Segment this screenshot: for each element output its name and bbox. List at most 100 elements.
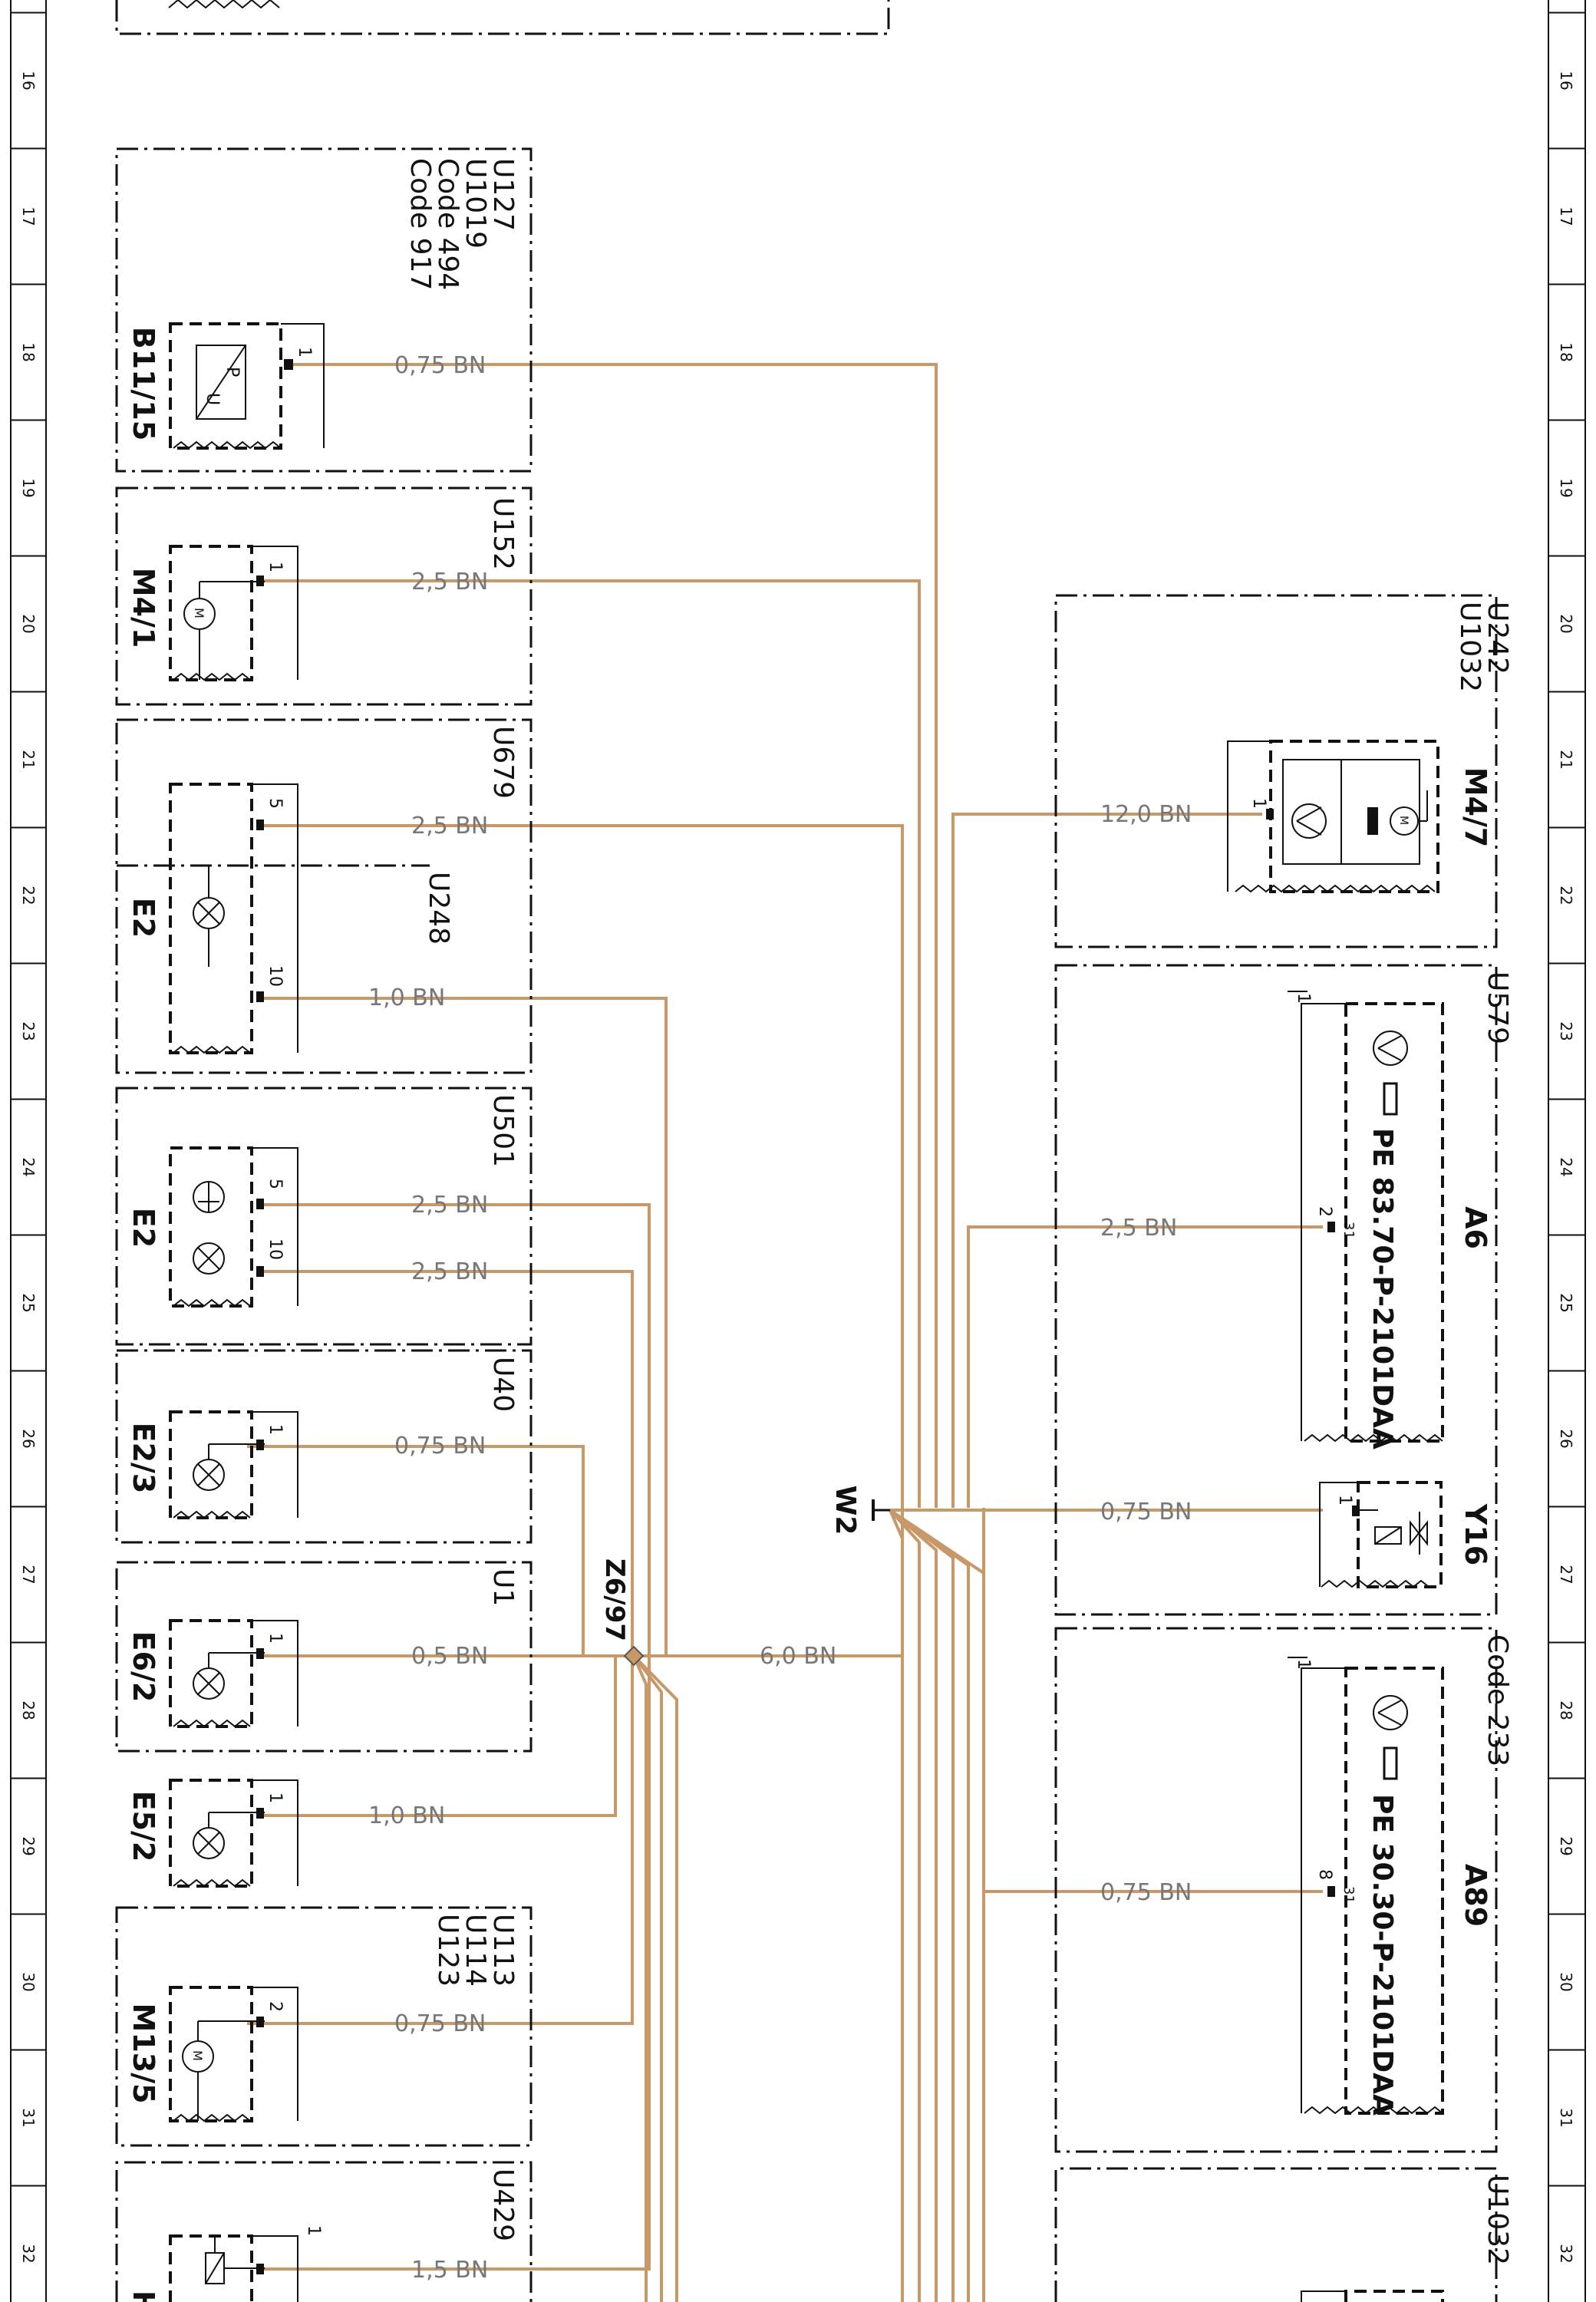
fan-motor-icon: M bbox=[1282, 759, 1428, 865]
left-ruler-number: 22 bbox=[19, 886, 38, 905]
wire-label-e2-u679-a: 2,5 BN bbox=[411, 813, 488, 839]
main-wire-label: 6,0 BN bbox=[760, 1643, 836, 1670]
left-ruler-number: 30 bbox=[19, 1972, 38, 1991]
lamp-icon bbox=[193, 1443, 265, 1491]
box-code-u1032-bottom: U1032 bbox=[1482, 2175, 1513, 2265]
svg-text:U242: U242 bbox=[1482, 602, 1513, 674]
w2-label: W2 bbox=[829, 1486, 861, 1535]
component-label-e2-3: E2/3 bbox=[127, 1423, 160, 1494]
module-icon bbox=[1373, 1031, 1408, 1116]
left-ruler-number: 20 bbox=[19, 614, 38, 633]
wire-label-e2-u501-b: 2,5 BN bbox=[411, 1258, 488, 1285]
svg-text:M: M bbox=[190, 2050, 205, 2061]
svg-text:U123: U123 bbox=[432, 1914, 463, 1987]
box-codes-b11-15: U127 U1019 Code 494 Code 917 bbox=[404, 158, 519, 290]
pin-label: 1 bbox=[295, 347, 314, 358]
component-label-m13-5: M13/5 bbox=[127, 2003, 160, 2103]
box-code-u679: U679 bbox=[487, 726, 519, 799]
pin-label: 1 bbox=[265, 562, 285, 572]
component-label-e6-2: E6/2 bbox=[127, 1631, 160, 1703]
left-ruler-number: 23 bbox=[19, 1021, 38, 1041]
box-code-u429: U429 bbox=[487, 2168, 519, 2241]
wire-label-e2-u501-a: 2,5 BN bbox=[411, 1192, 488, 1219]
left-ruler-number: 32 bbox=[19, 2244, 38, 2263]
component-label-h2: H2 bbox=[127, 2290, 160, 2302]
right-ruler-number: 24 bbox=[1557, 1157, 1575, 1176]
component-m4-1: M 1 bbox=[115, 486, 533, 706]
component-a89: 8 31 1 bbox=[1054, 1627, 1498, 2153]
right-ruler-number: 31 bbox=[1557, 2108, 1575, 2127]
wire-label-a6: 2,5 BN bbox=[1100, 1215, 1177, 1242]
svg-text:Code 494: Code 494 bbox=[432, 158, 463, 290]
z6-splice-point bbox=[623, 1645, 645, 1667]
right-ruler-number: 25 bbox=[1557, 1293, 1575, 1312]
component-label-b11-15: B11/15 bbox=[127, 327, 160, 441]
component-ref-a6: PE 83.70-P-2101DAA bbox=[1367, 1128, 1398, 1449]
motor-icon: M bbox=[182, 2020, 265, 2121]
left-ruler-number: 18 bbox=[19, 342, 38, 361]
wire-label-e2-3: 0,75 BN bbox=[394, 1433, 486, 1459]
wire-label-a89: 0,75 BN bbox=[1100, 1879, 1192, 1906]
svg-text:U114: U114 bbox=[460, 1914, 491, 1987]
box-codes-m4-7: U242 U1032 bbox=[1454, 602, 1513, 692]
component-label-e5-2: E5/2 bbox=[127, 1791, 160, 1862]
pin-label: 1 bbox=[265, 1792, 285, 1803]
component-e2-u679: 5 10 bbox=[115, 718, 533, 1074]
wire-label-h2: 1,5 BN bbox=[411, 2257, 488, 2284]
motor-icon: M bbox=[183, 581, 265, 680]
lamp-icon bbox=[193, 1181, 225, 1275]
horn-icon bbox=[205, 2236, 265, 2284]
box-code-u40: U40 bbox=[487, 1357, 519, 1412]
right-ruler-number: 19 bbox=[1557, 478, 1575, 497]
component-label-m4-1: M4/1 bbox=[127, 568, 160, 648]
top-box-remnant bbox=[115, 0, 890, 35]
component-u1032-bottom bbox=[1054, 2167, 1498, 2302]
lamp-icon bbox=[193, 1652, 265, 1700]
left-ruler-number: 21 bbox=[19, 750, 38, 769]
wire-label-m13-5: 0,75 BN bbox=[394, 2010, 486, 2037]
pin-label: 1 bbox=[265, 1633, 285, 1644]
svg-text:M: M bbox=[1397, 816, 1410, 825]
component-label-y16: Y16 bbox=[1459, 1503, 1492, 1565]
left-ruler-number: 25 bbox=[19, 1293, 38, 1312]
w2-ground-point bbox=[872, 1499, 890, 1521]
component-label-a6: A6 bbox=[1459, 1206, 1492, 1249]
left-ruler-number: 31 bbox=[19, 2108, 38, 2127]
left-ruler-number: 19 bbox=[19, 478, 38, 497]
left-ruler-number: 16 bbox=[19, 71, 38, 90]
module-icon bbox=[1373, 1695, 1408, 1780]
right-ruler-number: 16 bbox=[1557, 71, 1575, 90]
left-ruler-number: 28 bbox=[19, 1700, 38, 1720]
pin-label: 5 bbox=[265, 1179, 285, 1189]
right-ruler-number: 23 bbox=[1557, 1021, 1575, 1041]
right-ruler-number: 18 bbox=[1557, 342, 1575, 361]
left-ruler-number: 29 bbox=[19, 1836, 38, 1855]
inner-pin-label: 31 bbox=[1340, 1886, 1357, 1904]
right-ruler-number: 22 bbox=[1557, 886, 1575, 905]
pin-label: 8 bbox=[1315, 1869, 1334, 1880]
box-code-u1: U1 bbox=[487, 1568, 519, 1606]
component-e2-3: 1 bbox=[115, 1349, 533, 1544]
component-a6: 2 31 1 bbox=[1054, 964, 1498, 1616]
component-h2: 1 bbox=[115, 2161, 533, 2302]
right-ruler-number: 28 bbox=[1557, 1700, 1575, 1720]
pin-label: 1 bbox=[265, 1424, 285, 1435]
component-e5-2: 1 bbox=[169, 1779, 298, 1888]
pin-label: 2 bbox=[1315, 1206, 1334, 1217]
valve-icon bbox=[1358, 1509, 1428, 1555]
wire-label-m4-1: 2,5 BN bbox=[411, 569, 488, 595]
lamp-icon bbox=[193, 1812, 265, 1859]
component-m4-7: M 1 bbox=[1054, 594, 1498, 948]
sensor-letter-p: P bbox=[223, 367, 242, 377]
box-code-u579: U579 bbox=[1482, 971, 1513, 1044]
wire-label-b11-15: 0,75 BN bbox=[394, 352, 486, 379]
component-label-e2-u501: E2 bbox=[127, 1208, 160, 1248]
component-m13-5: M 2 bbox=[115, 1906, 533, 2147]
component-b11-15: P U 1 bbox=[115, 147, 533, 473]
box-code-m4-1: U152 bbox=[487, 497, 519, 570]
right-ruler-number: 26 bbox=[1557, 1429, 1575, 1448]
svg-text:Code 917: Code 917 bbox=[404, 158, 436, 290]
box-code-u248: U248 bbox=[423, 872, 454, 945]
